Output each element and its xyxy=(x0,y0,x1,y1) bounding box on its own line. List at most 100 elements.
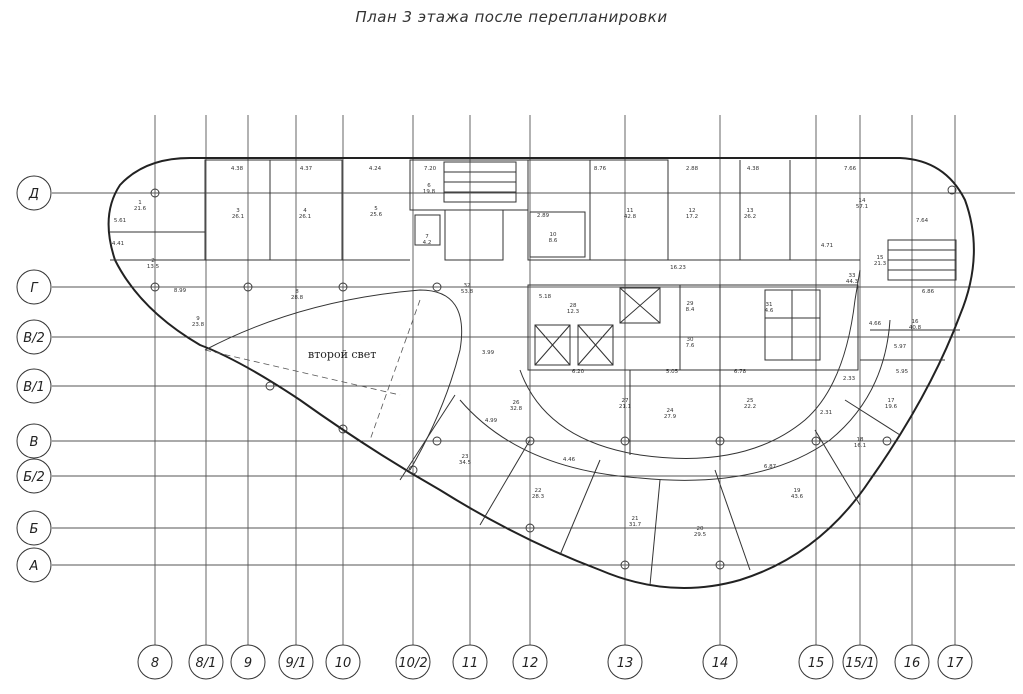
room-number: 32 xyxy=(464,283,471,289)
dimension-value: 2.88 xyxy=(686,166,699,172)
room-number: 19 xyxy=(794,488,801,494)
dimension-value: 4.38 xyxy=(231,166,244,172)
column-marker xyxy=(432,436,442,446)
dimension-value: 7.20 xyxy=(424,166,437,172)
dimension-value: 6.86 xyxy=(922,289,935,295)
dimension-value: 5.05 xyxy=(666,369,679,375)
room-number: 24 xyxy=(667,408,674,414)
dimension-value: 4.46 xyxy=(563,457,576,463)
room-number: 31 xyxy=(766,302,773,308)
room-area: 26.2 xyxy=(744,214,756,220)
dimension-value: 3.99 xyxy=(482,350,495,356)
column-marker xyxy=(811,436,821,446)
dimension-value: 8.99 xyxy=(174,288,187,294)
room-area: 26.1 xyxy=(299,214,311,220)
row-axis-bubble xyxy=(16,319,52,355)
room-area: 27.9 xyxy=(664,414,677,420)
room-area: 28.3 xyxy=(532,494,545,500)
row-axis-bubble xyxy=(16,269,52,305)
column-axis-label: 8/1 xyxy=(196,656,217,671)
second-light-void xyxy=(204,289,463,471)
second-light-label: второй свет xyxy=(308,348,376,361)
column-marker xyxy=(338,424,348,434)
column-axis-bubble xyxy=(798,644,834,680)
room-number: 11 xyxy=(627,208,634,214)
column-axis-label: 17 xyxy=(947,656,964,671)
south-partitions xyxy=(399,329,960,586)
row-axis-label: Г xyxy=(30,281,39,296)
row-axis-bubble xyxy=(16,423,52,459)
column-axis-label: 13 xyxy=(617,656,634,671)
room-number: 8 xyxy=(295,289,299,295)
room-area: 57.1 xyxy=(856,204,868,210)
dimension-value: 4.24 xyxy=(369,166,382,172)
room-number: 26 xyxy=(513,400,520,406)
room-area: 23.8 xyxy=(192,322,205,328)
column-marker xyxy=(265,381,275,391)
column-axis-label: 12 xyxy=(522,656,539,671)
room-number: 22 xyxy=(535,488,542,494)
row-axis-label: В xyxy=(30,435,39,450)
column-axis-label: 14 xyxy=(712,656,729,671)
column-marker xyxy=(243,282,253,292)
room-number: 27 xyxy=(622,398,629,404)
room-area: 31.7 xyxy=(629,522,642,528)
room-number: 17 xyxy=(888,398,895,404)
room-number: 15 xyxy=(877,255,884,261)
column-axis-bubble xyxy=(137,644,173,680)
column-axis-label: 11 xyxy=(462,656,479,671)
room-area: 42.8 xyxy=(624,214,637,220)
room-area: 28.8 xyxy=(291,295,304,301)
plan-title: План 3 этажа после перепланировки xyxy=(355,8,668,26)
row-axis-bubble xyxy=(16,510,52,546)
room-number: 9 xyxy=(196,316,200,322)
column-axis-bubble xyxy=(607,644,643,680)
row-axis-label: Б/2 xyxy=(23,470,45,485)
room-area: 21.1 xyxy=(619,404,631,410)
room-number: 10 xyxy=(550,232,557,238)
row-axis-bubble xyxy=(16,368,52,404)
dimension-value: 16.23 xyxy=(670,265,686,271)
dimension-value: 5.18 xyxy=(539,294,552,300)
room-number: 4 xyxy=(303,208,307,214)
column-axis-bubble xyxy=(512,644,548,680)
second-light-diagonal xyxy=(369,299,421,441)
dimension-value: 4.37 xyxy=(300,166,313,172)
inner-curve-wall-2 xyxy=(459,319,891,481)
room-number: 7 xyxy=(425,234,429,240)
dimension-value: 4.71 xyxy=(821,243,833,249)
room-number: 12 xyxy=(689,208,696,214)
room-area: 22.2 xyxy=(744,404,756,410)
second-light-void-inner xyxy=(204,349,401,396)
column-marker xyxy=(620,560,630,570)
room-area: 53.8 xyxy=(461,289,474,295)
column-marker xyxy=(947,185,957,195)
room-area: 43.6 xyxy=(791,494,804,500)
room-area: 13.5 xyxy=(147,264,160,270)
column-axis-label: 9/1 xyxy=(286,656,307,671)
room-area: 44.3 xyxy=(846,279,859,285)
column-axis-bubble xyxy=(894,644,930,680)
column-axis-bubble xyxy=(842,644,878,680)
room-number: 29 xyxy=(687,301,694,307)
dimension-value: 4.38 xyxy=(747,166,760,172)
column-axis-bubble xyxy=(452,644,488,680)
column-axis-bubble xyxy=(325,644,361,680)
column-marker xyxy=(338,282,348,292)
room-number: 13 xyxy=(747,208,754,214)
dimension-value: 7.64 xyxy=(916,218,929,224)
room-labels: 121.6213.5326.1426.1525.6619.874.2828.89… xyxy=(134,183,922,538)
room-area: 8.4 xyxy=(686,307,695,313)
stair-east xyxy=(887,239,957,281)
room-area: 40.8 xyxy=(909,325,922,331)
column-axis-label: 16 xyxy=(904,656,921,671)
room-number: 16 xyxy=(912,319,919,325)
room-number: 30 xyxy=(687,337,694,343)
room-area: 19.6 xyxy=(885,404,898,410)
row-axis-bubble xyxy=(16,458,52,494)
column-marker xyxy=(432,282,442,292)
structural-columns xyxy=(150,185,957,570)
column-axis-bubble xyxy=(395,644,431,680)
